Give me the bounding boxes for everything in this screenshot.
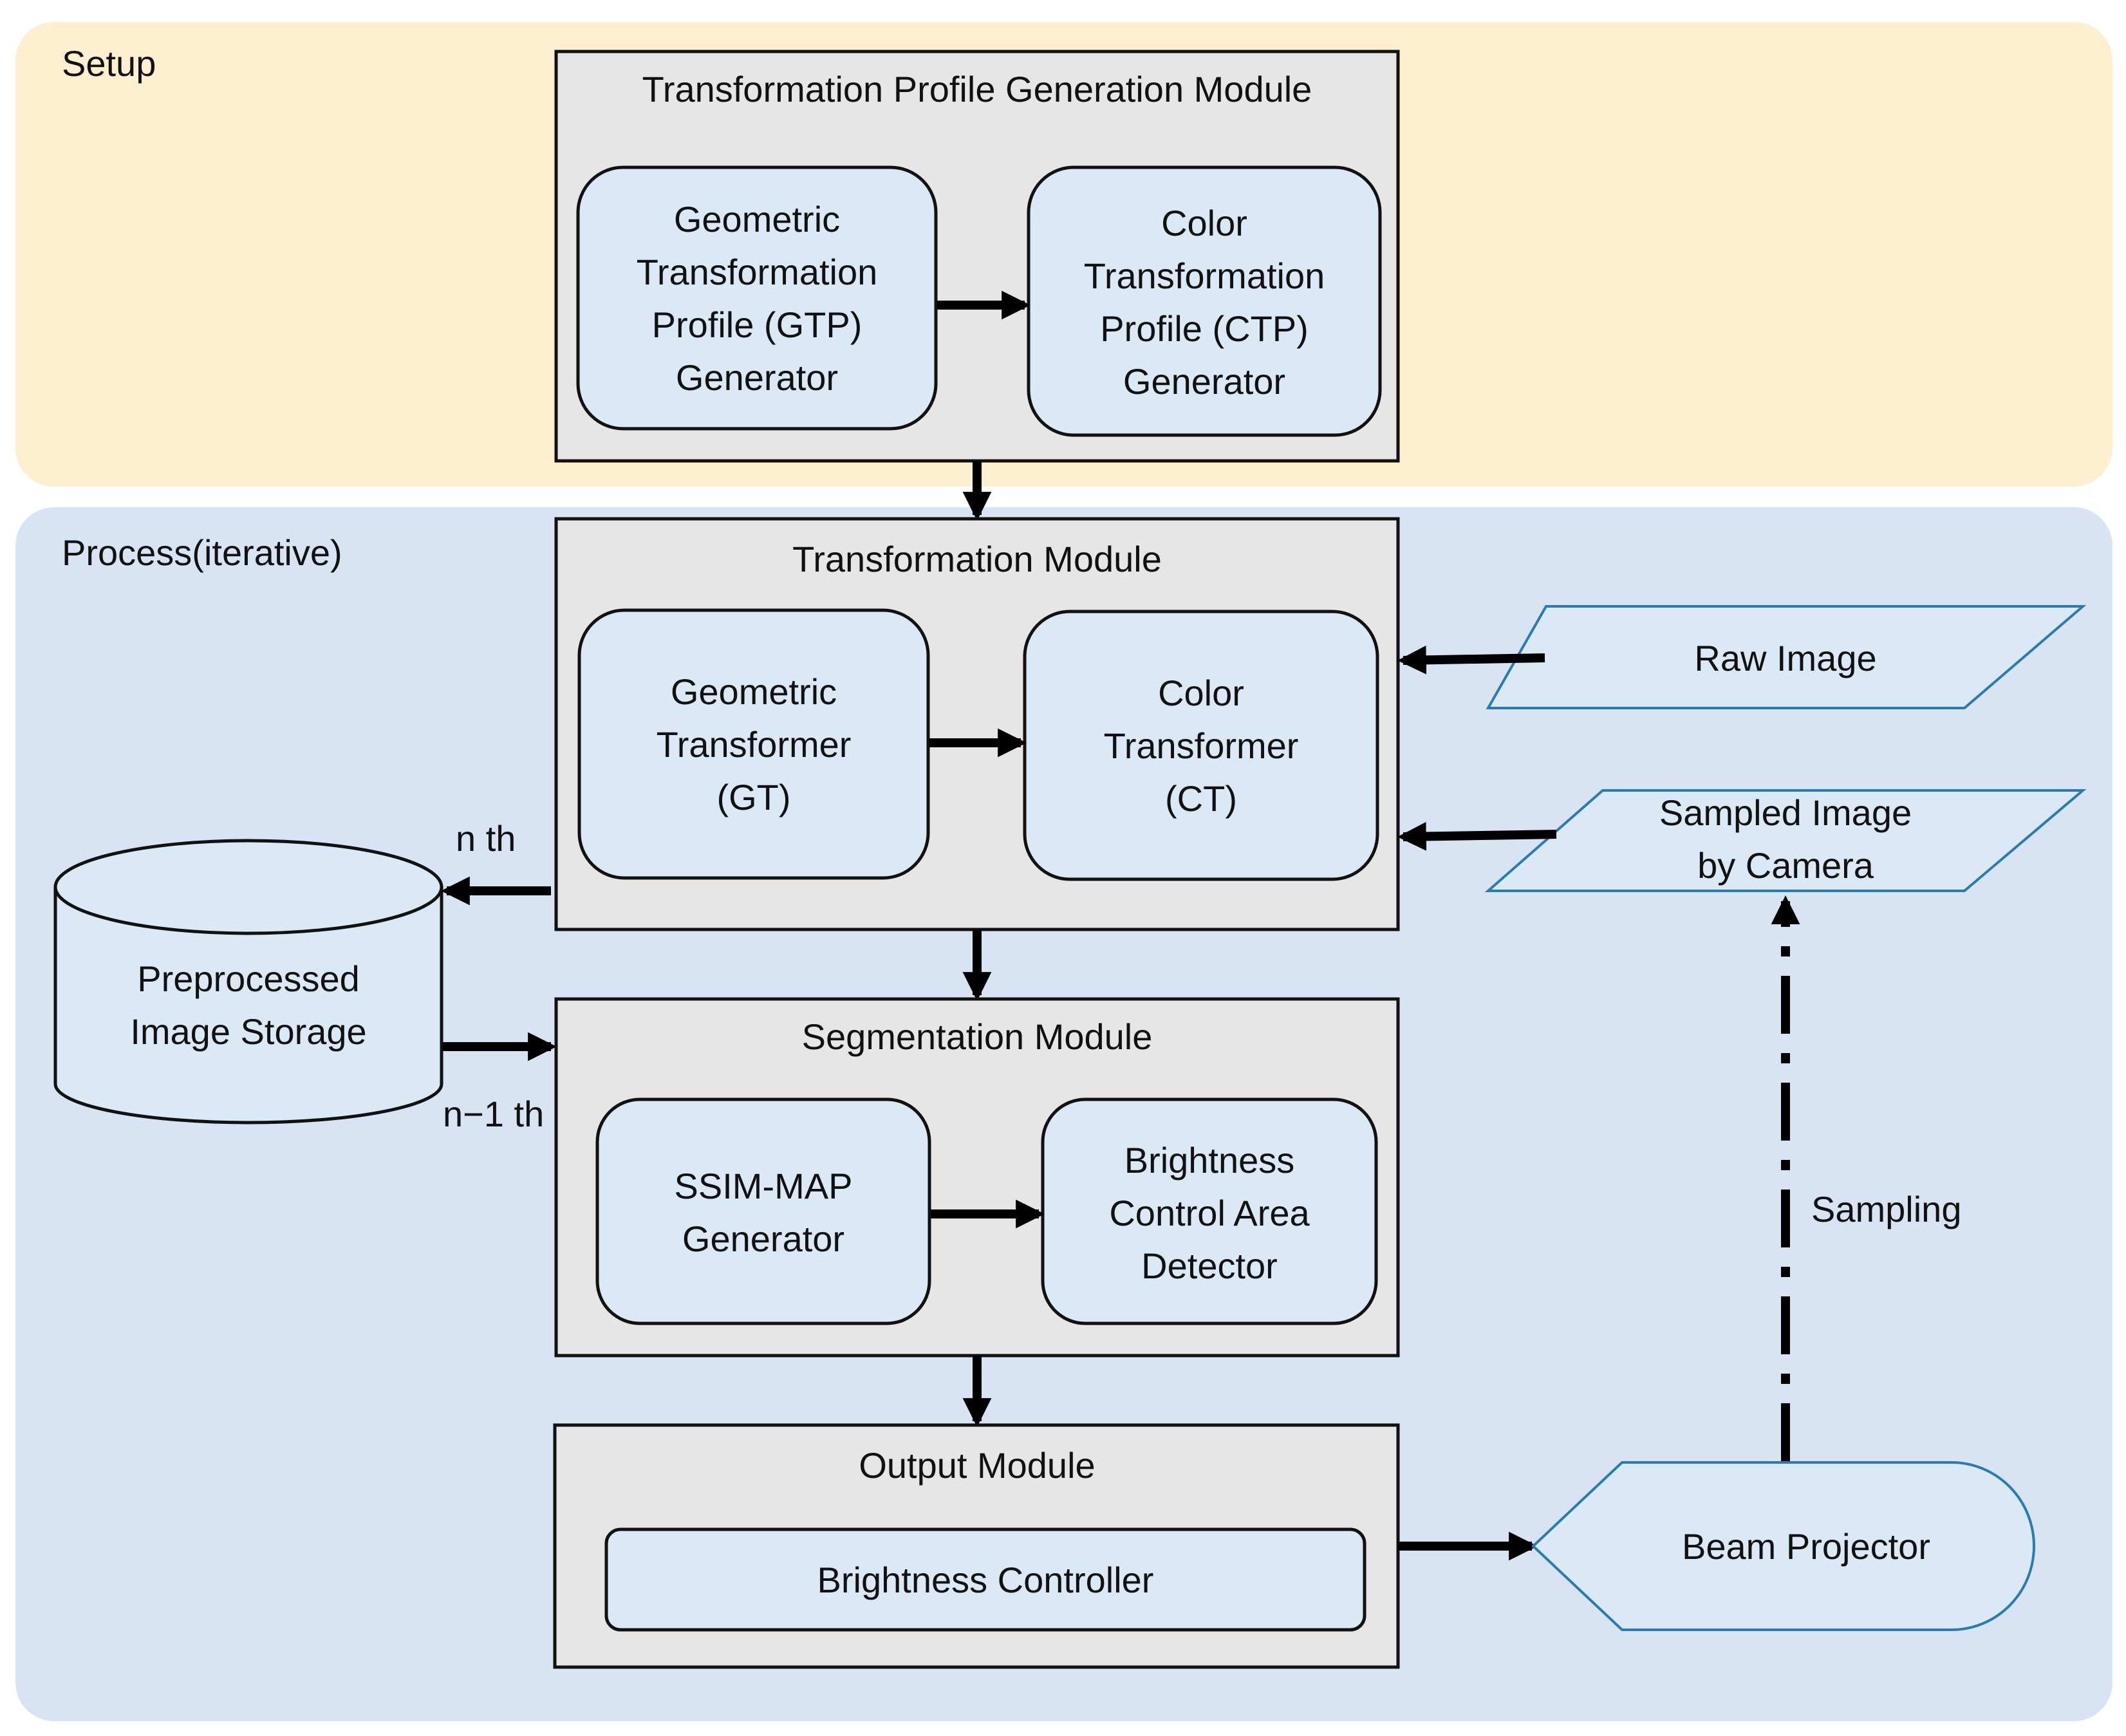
ssim-line-1: SSIM-MAP bbox=[675, 1166, 853, 1206]
ctp-generator-line-1: Color bbox=[1161, 203, 1247, 243]
ssim-line-2: Generator bbox=[682, 1218, 844, 1259]
gt-line-2: Transformer bbox=[657, 724, 852, 765]
sampled-image-input bbox=[1484, 789, 2087, 892]
tpg-module-title: Transformation Profile Generation Module bbox=[642, 69, 1312, 109]
segmentation-module-title: Segmentation Module bbox=[802, 1016, 1153, 1057]
setup-label: Setup bbox=[62, 43, 156, 84]
sampled-image-line-1: Sampled Image bbox=[1659, 792, 1912, 833]
geometric-transformer-box bbox=[577, 608, 930, 880]
transformation-module: Transformation Module Geometric Transfor… bbox=[554, 517, 1400, 931]
ctp-generator-line-3: Profile (CTP) bbox=[1100, 308, 1309, 349]
bcad-line-3: Detector bbox=[1141, 1246, 1278, 1286]
gt-line-1: Geometric bbox=[671, 671, 837, 712]
sampled-image-line-2: by Camera bbox=[1697, 845, 1874, 886]
bcad-line-1: Brightness bbox=[1124, 1140, 1295, 1181]
transformation-module-title: Transformation Module bbox=[792, 539, 1162, 579]
n-1th-label: n−1 th bbox=[443, 1094, 544, 1134]
brightness-controller-box bbox=[604, 1527, 1366, 1632]
gtp-generator-line-1: Geometric bbox=[674, 199, 840, 239]
sampling-label: Sampling bbox=[1811, 1189, 1961, 1229]
segmentation-module: Segmentation Module SSIM-MAP Generator B… bbox=[554, 997, 1400, 1358]
gtp-generator-line-2: Transformation bbox=[637, 252, 878, 292]
image-storage-cylinder bbox=[53, 839, 443, 1125]
process-label: Process(iterative) bbox=[62, 532, 342, 573]
nth-label: n th bbox=[456, 818, 516, 859]
beam-projector-label: Beam Projector bbox=[1682, 1526, 1930, 1567]
arrow-raw-to-transformation bbox=[1397, 645, 1545, 675]
ct-line-2: Transformer bbox=[1104, 725, 1299, 766]
raw-image-input bbox=[1486, 605, 2087, 709]
ctp-generator-line-4: Generator bbox=[1123, 361, 1285, 402]
output-module-title: Output Module bbox=[859, 1445, 1095, 1486]
storage-line-1: Preprocessed bbox=[137, 958, 360, 999]
brightness-controller-label: Brightness Controller bbox=[817, 1560, 1154, 1600]
ct-line-3: (CT) bbox=[1165, 778, 1237, 819]
ct-line-1: Color bbox=[1158, 673, 1244, 713]
gt-line-3: (GT) bbox=[716, 777, 790, 817]
gtp-generator-line-3: Profile (GTP) bbox=[652, 304, 863, 345]
gtp-generator-line-4: Generator bbox=[676, 357, 838, 398]
gtp-generator-box bbox=[576, 165, 938, 431]
ctp-generator-line-2: Transformation bbox=[1084, 256, 1325, 296]
tpg-module: Transformation Profile Generation Module… bbox=[554, 50, 1400, 463]
bcad-line-2: Control Area bbox=[1109, 1193, 1310, 1233]
output-module: Output Module Brightness Controller bbox=[553, 1423, 1400, 1669]
raw-image-label: Raw Image bbox=[1694, 638, 1876, 678]
ssim-map-generator-box bbox=[595, 1097, 931, 1325]
storage-line-2: Image Storage bbox=[130, 1011, 366, 1052]
beam-projector bbox=[1531, 1461, 2035, 1631]
arrow-sampled-to-transformation bbox=[1397, 822, 1557, 851]
